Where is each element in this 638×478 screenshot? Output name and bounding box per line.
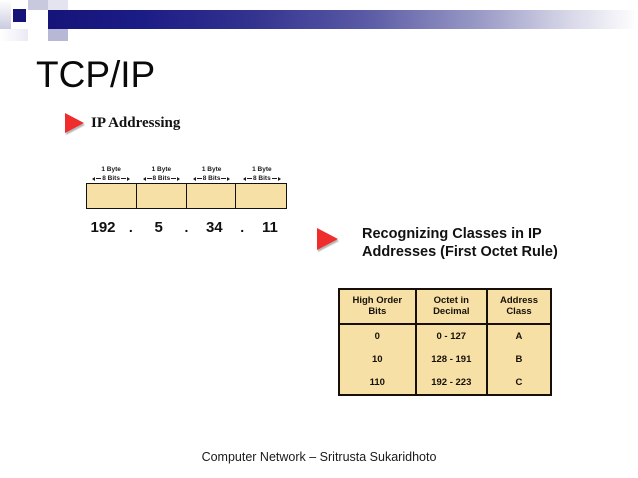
byte-label-group: 1 Byte 8 Bits [136, 165, 186, 183]
column-header-line1: High Order [352, 295, 403, 306]
table-row: 10 128 - 191 B [340, 348, 550, 371]
cell-address-class: C [515, 377, 523, 388]
banner-gradient-bar [48, 10, 638, 29]
arrow-left-icon [243, 176, 247, 181]
column-header-line1: Octet in [433, 295, 469, 306]
octet-separator: . [240, 219, 245, 235]
decor-square-bottom-white [28, 29, 48, 41]
byte-label-group: 1 Byte 8 Bits [187, 165, 237, 183]
section-heading-line2: Addresses (First Octet Rule) [362, 244, 558, 260]
octet-value-3: 34 [205, 219, 223, 236]
section-heading-line1: Recognizing Classes in IP [362, 226, 542, 242]
rule-left [196, 178, 202, 179]
bits-label: 8 Bits [253, 175, 271, 182]
bits-label: 8 Bits [152, 175, 171, 182]
byte-label: 1 Byte [201, 166, 222, 173]
cell-octet-decimal: 192 - 223 [415, 371, 488, 394]
byte-label-group: 1 Byte 8 Bits [86, 165, 136, 183]
slide-footer: Computer Network – Sritrusta Sukaridhoto [201, 450, 437, 464]
byte-diagram: 1 Byte 8 Bits 1 Byte 8 Bits 1 Byte [86, 165, 287, 209]
byte-box [87, 184, 137, 208]
byte-label: 1 Byte [252, 166, 272, 173]
bits-label-row: 8 Bits [237, 174, 287, 183]
address-class-table: High Order Bits Octet in Decimal Address… [338, 288, 552, 396]
cell-high-order-bits: 0 [340, 324, 417, 348]
byte-label: 1 Byte [101, 166, 121, 173]
bits-label: 8 Bits [202, 175, 221, 182]
octet-value-2: 5 [154, 219, 163, 236]
decor-square-navy [13, 9, 26, 22]
byte-box [236, 184, 286, 208]
cell-octet-decimal: 128 - 191 [415, 348, 488, 371]
ip-address-octets: 192 . 5 . 34 . 11 [86, 219, 287, 236]
rule-left [247, 178, 253, 179]
arrow-left-icon [142, 176, 146, 181]
column-header-line2: Decimal [433, 306, 470, 317]
octet-separator: . [184, 219, 189, 235]
byte-diagram-labels: 1 Byte 8 Bits 1 Byte 8 Bits 1 Byte [86, 165, 287, 183]
arrow-right-icon [177, 176, 181, 181]
column-header-high-order-bits: High Order Bits [340, 290, 417, 325]
arrow-right-icon [227, 176, 231, 181]
rule-left [146, 178, 152, 179]
bits-label-row: 8 Bits [136, 174, 186, 183]
triangle-bullet-icon [65, 113, 84, 133]
arrow-right-icon [126, 176, 130, 181]
table-row: 110 192 - 223 C [340, 371, 550, 394]
rule-right [271, 178, 277, 179]
decor-square-left-fade [0, 0, 11, 30]
rule-right [120, 178, 126, 179]
arrow-left-icon [92, 176, 96, 181]
byte-label: 1 Byte [151, 166, 172, 173]
byte-box [187, 184, 237, 208]
arrow-left-icon [192, 176, 196, 181]
cell-octet-decimal: 0 - 127 [415, 324, 488, 348]
cell-address-class: B [515, 354, 523, 365]
cell-high-order-bits: 110 [340, 371, 417, 394]
decor-square-top-light [48, 0, 68, 10]
bits-label-row: 8 Bits [86, 174, 136, 183]
arrow-right-icon [277, 176, 281, 181]
byte-boxes-row [86, 183, 287, 209]
byte-box [137, 184, 187, 208]
column-header-line1: Address [499, 295, 538, 306]
decor-square-bottom-mid [48, 29, 68, 41]
decor-square-top-mid [28, 0, 48, 10]
octet-value-4: 11 [262, 219, 278, 236]
column-header-line2: Class [506, 306, 532, 317]
section-heading-recognizing-classes: Recognizing Classes in IP Addresses (Fir… [362, 225, 582, 261]
column-header-address-class: Address Class [486, 290, 550, 325]
column-header-line2: Bits [368, 306, 387, 317]
bits-label: 8 Bits [102, 175, 120, 182]
octet-value-1: 192 [90, 219, 116, 236]
rule-left [96, 178, 102, 179]
byte-label-group: 1 Byte 8 Bits [237, 165, 287, 183]
rule-right [171, 178, 177, 179]
decor-square-bottom-left [0, 29, 28, 41]
table-header-row: High Order Bits Octet in Decimal Address… [340, 290, 550, 325]
bits-label-row: 8 Bits [187, 174, 237, 183]
column-header-octet-in-decimal: Octet in Decimal [415, 290, 488, 325]
triangle-bullet-icon [317, 228, 338, 250]
cell-address-class: A [515, 331, 523, 342]
section-heading-ip-addressing: IP Addressing [91, 115, 181, 131]
table-row: 0 0 - 127 A [340, 324, 550, 348]
cell-high-order-bits: 10 [340, 348, 417, 371]
rule-right [221, 178, 227, 179]
page-title: TCP/IP [36, 54, 156, 95]
octet-separator: . [128, 219, 133, 235]
